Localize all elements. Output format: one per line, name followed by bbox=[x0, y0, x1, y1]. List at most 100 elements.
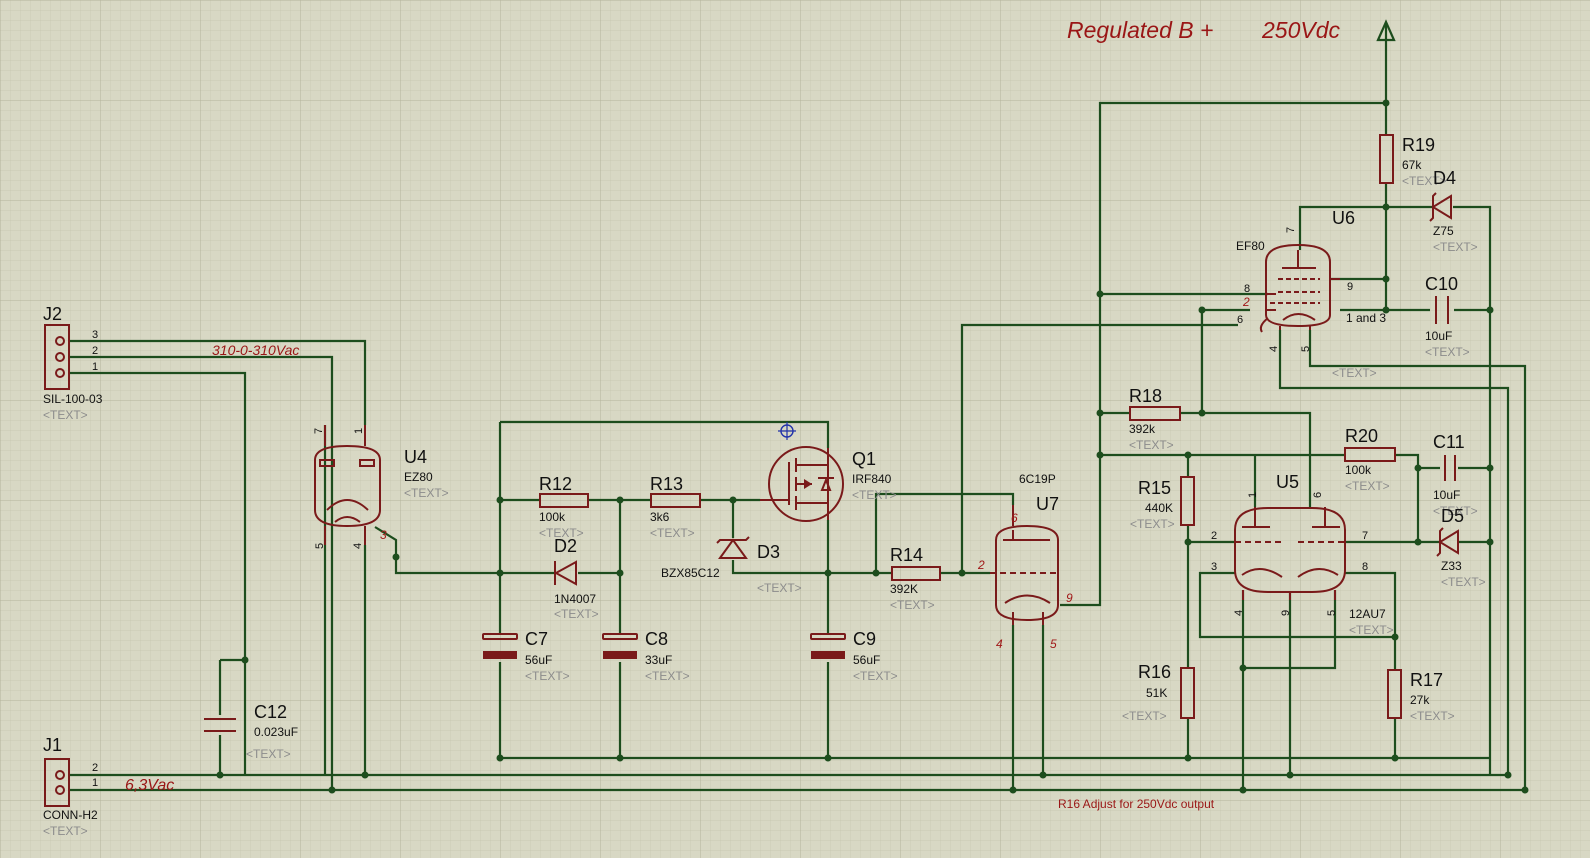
u4-ref: U4 bbox=[404, 447, 427, 467]
secondary-voltage-label: 310-0-310Vac bbox=[212, 342, 299, 358]
q1-text: <TEXT> bbox=[852, 488, 897, 502]
j2-pin-3: 3 bbox=[92, 329, 98, 341]
u5-value: 12AU7 bbox=[1349, 607, 1386, 621]
r19-value: 67k bbox=[1402, 158, 1422, 172]
c10-value: 10uF bbox=[1425, 329, 1452, 343]
u7-pin-2: 2 bbox=[977, 558, 985, 572]
c8-value: 33uF bbox=[645, 653, 672, 667]
resistor-r20[interactable]: R20 100k <TEXT> bbox=[1344, 426, 1396, 493]
c7-value: 56uF bbox=[525, 653, 552, 667]
resistor-r12[interactable]: R12 100k <TEXT> bbox=[539, 474, 589, 540]
resistor-r13[interactable]: R13 3k6 <TEXT> bbox=[650, 474, 701, 540]
u7-value: 6C19P bbox=[1019, 472, 1056, 486]
r19-ref: R19 bbox=[1402, 135, 1435, 155]
r14-value: 392K bbox=[890, 582, 918, 596]
tube-u4[interactable]: 7 1 5 4 3 U4 EZ80 <TEXT> bbox=[313, 425, 449, 549]
u6-pin-6: 6 bbox=[1237, 314, 1243, 326]
j1-value: CONN-H2 bbox=[43, 808, 98, 822]
c9-value: 56uF bbox=[853, 653, 880, 667]
wires[interactable] bbox=[68, 40, 1527, 792]
r14-text: <TEXT> bbox=[890, 598, 935, 612]
d4-value: Z75 bbox=[1433, 224, 1454, 238]
connector-j2[interactable]: J2 3 2 1 SIL-100-03 <TEXT> bbox=[43, 304, 103, 422]
capacitor-c10[interactable]: C10 10uF <TEXT> bbox=[1425, 274, 1470, 359]
r17-value: 27k bbox=[1410, 693, 1430, 707]
d3-ref: D3 bbox=[757, 542, 780, 562]
q1-value: IRF840 bbox=[852, 472, 892, 486]
d5-text: <TEXT> bbox=[1441, 575, 1486, 589]
u6-pin-8: 8 bbox=[1244, 283, 1250, 295]
r20-text: <TEXT> bbox=[1345, 479, 1390, 493]
c7-text: <TEXT> bbox=[525, 669, 570, 683]
r18-value: 392k bbox=[1129, 422, 1156, 436]
r13-ref: R13 bbox=[650, 474, 683, 494]
tube-u5[interactable]: 1 6 2 7 3 8 4 9 5 U5 12AU7 <TEXT> bbox=[1211, 472, 1394, 637]
resistor-r14[interactable]: R14 392K <TEXT> bbox=[890, 545, 941, 612]
u6-pin-7: 7 bbox=[1285, 227, 1297, 233]
tube-u7[interactable]: 6 2 9 4 5 6C19P U7 bbox=[977, 472, 1073, 651]
connector-j1[interactable]: J1 2 1 CONN-H2 <TEXT> bbox=[43, 735, 98, 838]
resistor-r15[interactable]: R15 440K <TEXT> bbox=[1130, 476, 1195, 531]
zener-d3[interactable]: D3 BZX85C12 <TEXT> bbox=[661, 536, 802, 595]
resistor-r19[interactable]: R19 67k <TEXT> bbox=[1379, 134, 1447, 188]
d5-ref: D5 bbox=[1441, 506, 1464, 526]
u4-pin-5: 5 bbox=[314, 543, 326, 549]
capacitor-c11[interactable]: C11 10uF <TEXT> bbox=[1433, 432, 1478, 518]
d3-value: BZX85C12 bbox=[661, 566, 720, 580]
u7-pin-9: 9 bbox=[1066, 591, 1073, 605]
u6-pin-9: 9 bbox=[1347, 281, 1353, 293]
resistor-r18[interactable]: R18 392k <TEXT> bbox=[1129, 386, 1181, 452]
j2-text: <TEXT> bbox=[43, 408, 88, 422]
u6-ref: U6 bbox=[1332, 208, 1355, 228]
r15-value: 440K bbox=[1145, 501, 1173, 515]
r12-ref: R12 bbox=[539, 474, 572, 494]
capacitor-c7[interactable]: C7 56uF <TEXT> bbox=[482, 629, 570, 683]
tube-u6[interactable]: 7 8 2 6 9 4 5 1 and 3 EF80 U6 <TEXT> bbox=[1236, 208, 1386, 380]
r13-text: <TEXT> bbox=[650, 526, 695, 540]
u5-pin-7: 7 bbox=[1362, 530, 1368, 542]
mosfet-q1[interactable]: Q1 IRF840 <TEXT> bbox=[760, 422, 897, 522]
r16-text: <TEXT> bbox=[1122, 709, 1167, 723]
d2-ref: D2 bbox=[554, 536, 577, 556]
u4-pin-7: 7 bbox=[313, 428, 325, 434]
capacitor-c12[interactable]: C12 0.023uF <TEXT> bbox=[204, 702, 298, 761]
r16-value: 51K bbox=[1146, 686, 1167, 700]
u5-pin-5: 5 bbox=[1326, 610, 1338, 616]
u7-pin-5: 5 bbox=[1050, 637, 1057, 651]
r15-text: <TEXT> bbox=[1130, 517, 1175, 531]
d4-ref: D4 bbox=[1433, 168, 1456, 188]
u6-pin-4: 4 bbox=[1268, 346, 1280, 352]
u4-value: EZ80 bbox=[404, 470, 433, 484]
r15-ref: R15 bbox=[1138, 478, 1171, 498]
junction-dots bbox=[216, 99, 1529, 794]
c10-ref: C10 bbox=[1425, 274, 1458, 294]
j2-ref: J2 bbox=[43, 304, 62, 324]
resistor-r17[interactable]: R17 27k <TEXT> bbox=[1387, 669, 1455, 723]
u4-pin-3: 3 bbox=[380, 528, 387, 542]
u5-pin-8: 8 bbox=[1362, 561, 1368, 573]
zener-d5[interactable]: D5 Z33 <TEXT> bbox=[1436, 506, 1486, 589]
d3-text: <TEXT> bbox=[757, 581, 802, 595]
r18-text: <TEXT> bbox=[1129, 438, 1174, 452]
r12-value: 100k bbox=[539, 510, 566, 524]
c12-ref: C12 bbox=[254, 702, 287, 722]
resistor-r16[interactable]: R16 51K <TEXT> bbox=[1122, 662, 1195, 723]
j1-pin-1: 1 bbox=[92, 777, 98, 789]
capacitor-c8[interactable]: C8 33uF <TEXT> bbox=[602, 629, 690, 683]
capacitor-c9[interactable]: C9 56uF <TEXT> bbox=[810, 629, 898, 683]
u4-pin-4: 4 bbox=[352, 543, 364, 549]
c10-text: <TEXT> bbox=[1425, 345, 1470, 359]
d4-text: <TEXT> bbox=[1433, 240, 1478, 254]
r13-value: 3k6 bbox=[650, 510, 670, 524]
u5-ref: U5 bbox=[1276, 472, 1299, 492]
zener-d4[interactable]: D4 Z75 <TEXT> bbox=[1429, 168, 1478, 254]
title-regulated: Regulated B + bbox=[1067, 17, 1213, 43]
u5-pin-9: 9 bbox=[1280, 610, 1292, 616]
u7-pin-4: 4 bbox=[996, 637, 1003, 651]
diode-d2[interactable]: D2 1N4007 <TEXT> bbox=[553, 536, 599, 621]
r18-ref: R18 bbox=[1129, 386, 1162, 406]
r20-ref: R20 bbox=[1345, 426, 1378, 446]
supply-arrow-icon[interactable] bbox=[1376, 19, 1396, 42]
